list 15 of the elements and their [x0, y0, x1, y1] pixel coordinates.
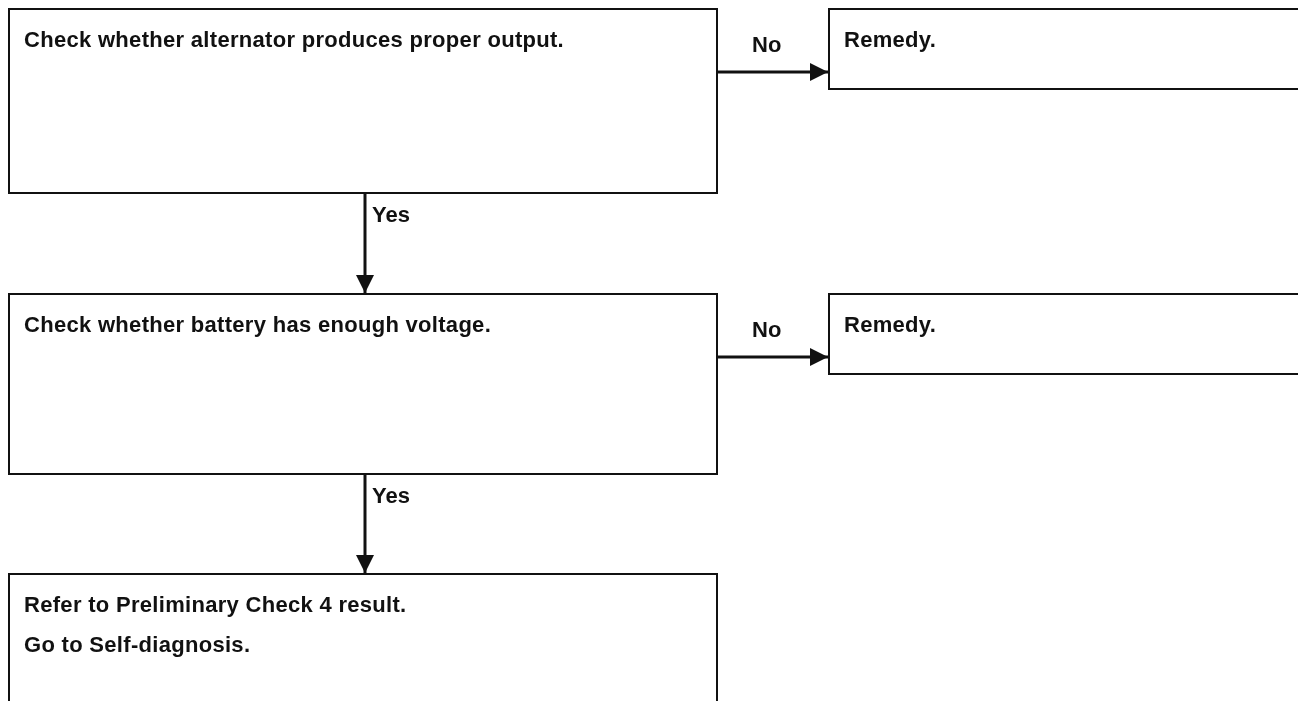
- arrow: [356, 194, 374, 293]
- box-text: Remedy.: [844, 26, 938, 54]
- arrow: [356, 475, 374, 573]
- box-text: Remedy.: [844, 311, 938, 339]
- process-box: [8, 293, 718, 475]
- box-text: Check whether alternator produces proper output.: [24, 26, 566, 54]
- arrow: [718, 63, 828, 81]
- process-box: [828, 293, 1298, 375]
- process-box: [828, 8, 1298, 90]
- box-text: Refer to Preliminary Check 4 result.: [24, 591, 408, 619]
- box-text: Go to Self-diagnosis.: [24, 631, 252, 659]
- box-text: Check whether battery has enough voltage.: [24, 311, 493, 339]
- arrow: [718, 348, 828, 366]
- process-box: [8, 8, 718, 194]
- process-box: [8, 573, 718, 701]
